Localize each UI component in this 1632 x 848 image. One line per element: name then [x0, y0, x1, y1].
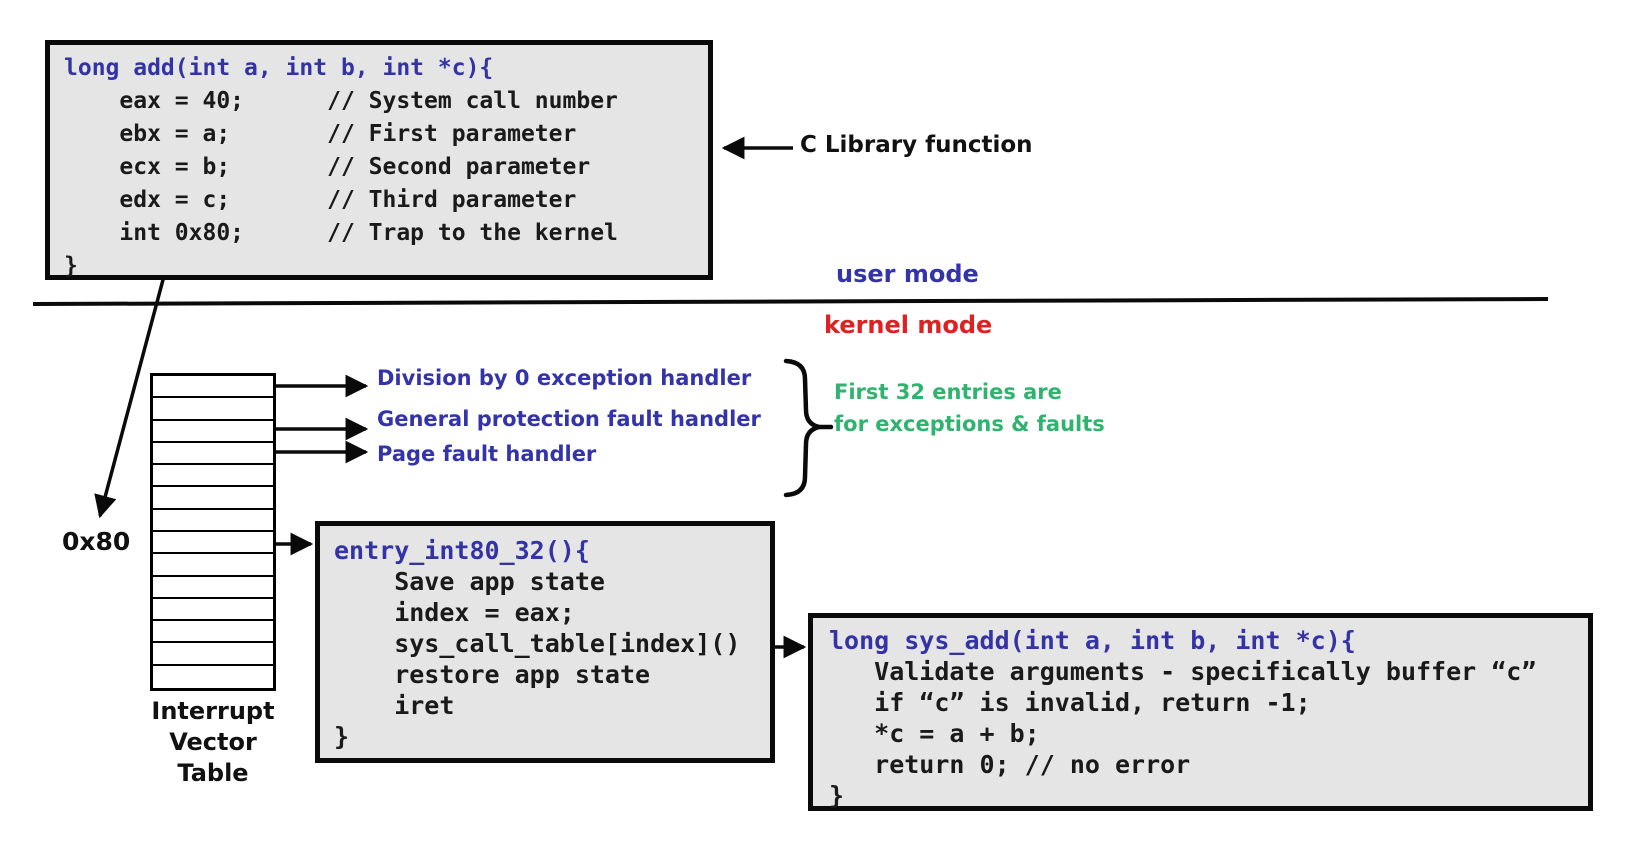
code-sysadd-line: if “c” is invalid, return -1; [829, 688, 1311, 717]
ivt-cell-5 [153, 487, 273, 510]
code-entry-line: iret [334, 691, 455, 720]
division-by-zero-handler-label: Division by 0 exception handler [377, 366, 752, 390]
general-protection-fault-handler-label: General protection fault handler [377, 407, 761, 431]
code-entry-line: index = eax; [334, 598, 575, 627]
code-entry-header: entry_int80_32(){ [334, 536, 590, 565]
kernel-mode-label: kernel mode [824, 311, 993, 339]
ivt-cell-4 [153, 465, 273, 488]
code-entry-footer: } [334, 722, 350, 751]
page-fault-handler-label: Page fault handler [377, 442, 597, 466]
code-box-sys-add: long sys_add(int a, int b, int *c){ Vali… [808, 613, 1593, 811]
ivt-label-line: Table [177, 759, 249, 787]
code-add-line: edx = c; // Third parameter [64, 187, 577, 213]
ivt-cell-9 [153, 577, 273, 599]
code-add-line: ecx = b; // Second parameter [64, 154, 591, 180]
code-box-add: long add(int a, int b, int *c){ eax = 40… [45, 40, 713, 280]
code-add-line: eax = 40; // System call number [64, 88, 618, 114]
ivt-cell-0 [153, 376, 273, 399]
code-add-line: ebx = a; // First parameter [64, 121, 577, 147]
vector-0x80-label: 0x80 [62, 527, 131, 556]
first32-note-line1: First 32 entries are [834, 380, 1062, 404]
code-sysadd-header: long sys_add(int a, int b, int *c){ [829, 626, 1356, 655]
code-sysadd-line: Validate arguments - specifically buffer… [829, 657, 1537, 686]
user-mode-label: user mode [836, 260, 979, 288]
ivt-cell-1 [153, 398, 273, 421]
code-sysadd-footer: } [829, 781, 845, 810]
code-entry-line: Save app state [334, 567, 605, 596]
code-box-entry-int80: entry_int80_32(){ Save app state index =… [315, 521, 775, 763]
code-sysadd-line: return 0; // no error [829, 750, 1191, 779]
ivt-cell-13 [153, 666, 273, 688]
ivt-label-line: Interrupt [151, 697, 275, 725]
ivt-cell-3 [153, 443, 273, 466]
code-add-header: long add(int a, int b, int *c){ [64, 55, 494, 81]
ivt-label-line: Vector [169, 728, 257, 756]
code-add-footer: } [64, 253, 78, 279]
ivt-cell-8 [153, 554, 273, 577]
ivt-cell-11 [153, 621, 273, 644]
ivt-cell-10 [153, 599, 273, 622]
ivt-cell-7 [153, 532, 273, 555]
interrupt-vector-table-label: Interrupt Vector Table [123, 696, 303, 789]
mode-divider-line [32, 297, 1549, 306]
c-library-function-label: C Library function [800, 132, 1033, 158]
ivt-cell-12 [153, 643, 273, 666]
code-add-line: int 0x80; // Trap to the kernel [64, 220, 618, 246]
first32-brace [783, 358, 820, 498]
interrupt-vector-table [150, 373, 276, 691]
first32-note-line2: for exceptions & faults [834, 412, 1105, 436]
code-entry-line: sys_call_table[index]() [334, 629, 741, 658]
code-entry-line: restore app state [334, 660, 651, 689]
ivt-cell-2 [153, 421, 273, 443]
code-sysadd-line: *c = a + b; [829, 719, 1040, 748]
ivt-cell-6 [153, 510, 273, 532]
